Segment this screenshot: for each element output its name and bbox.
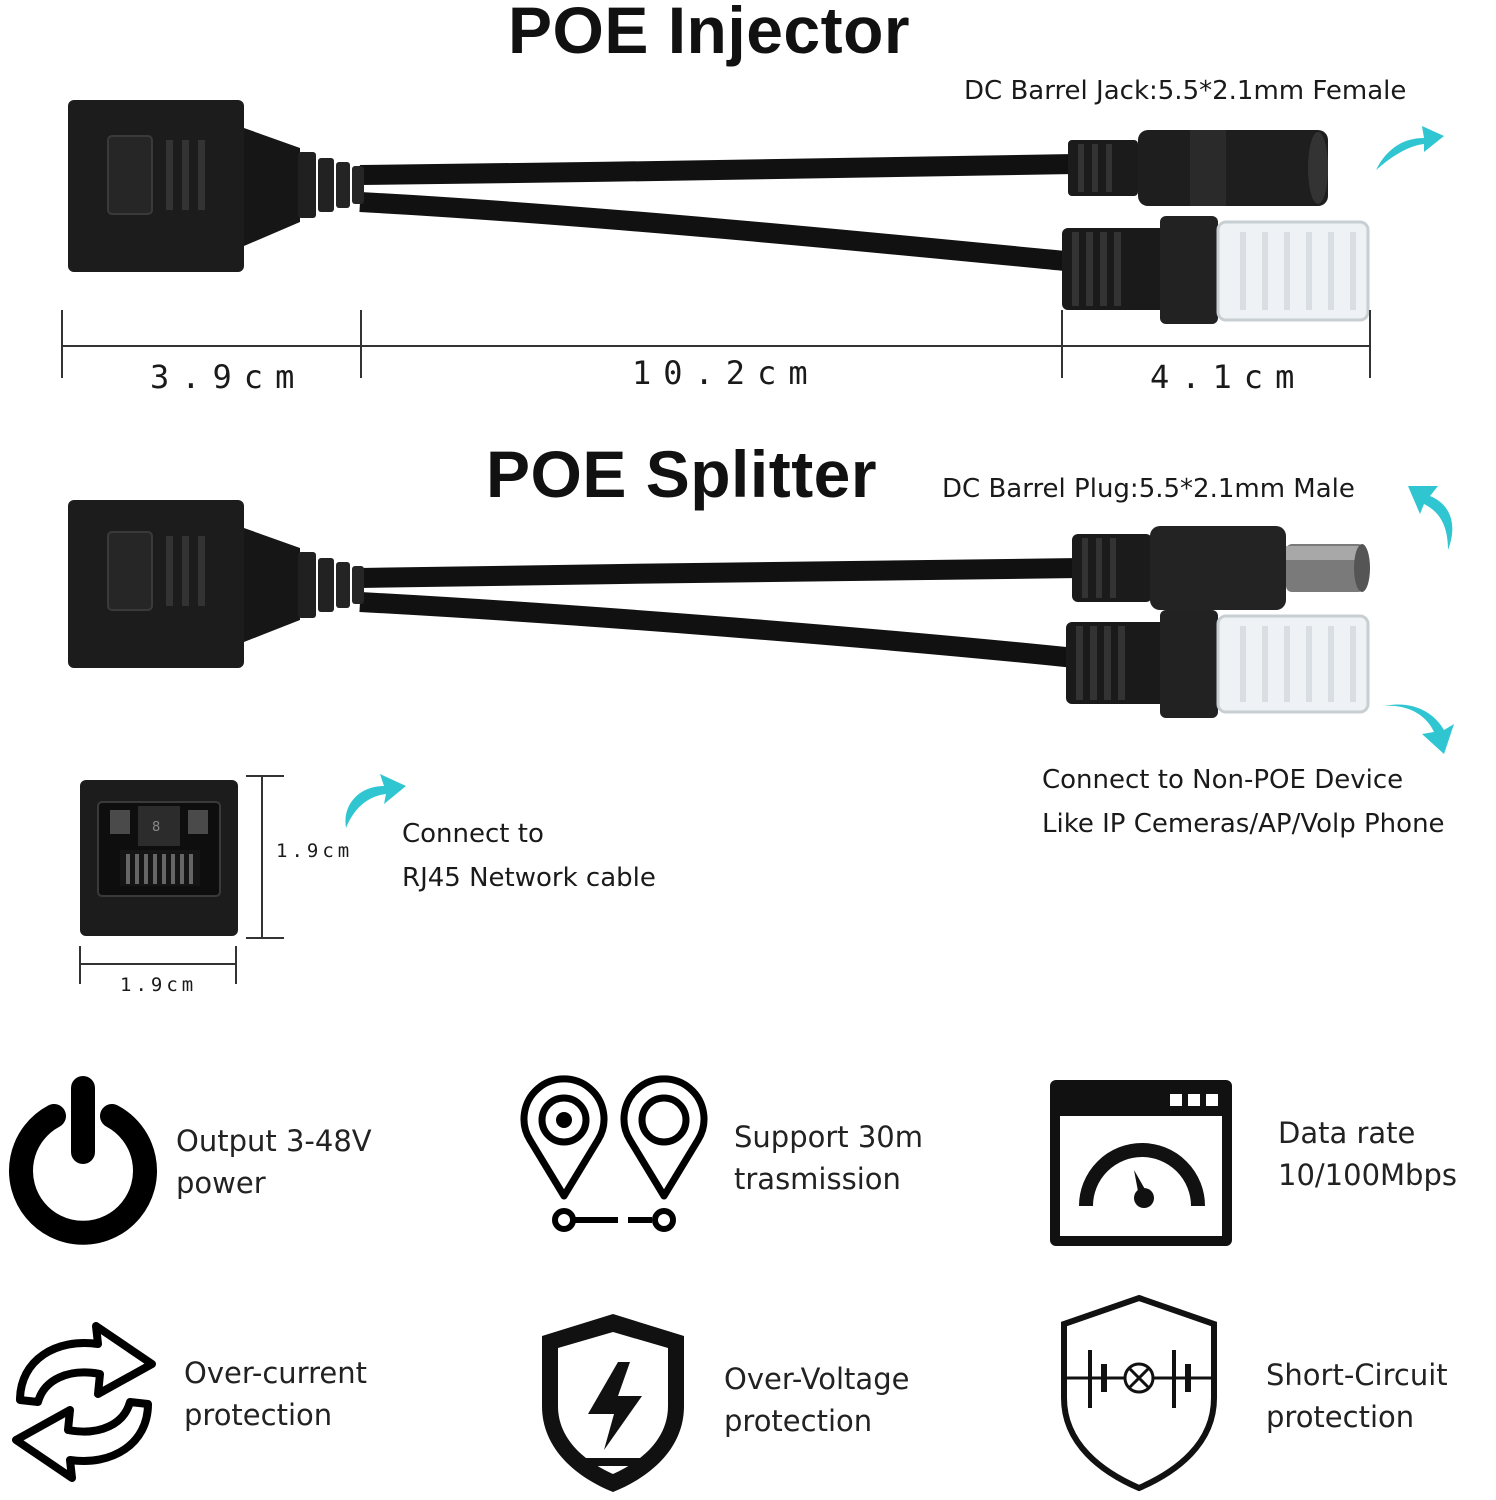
feature-over-current-line-1: Over-current bbox=[184, 1356, 367, 1390]
shield-circuit-icon bbox=[1061, 1294, 1217, 1492]
injector-cable-image bbox=[68, 100, 1370, 324]
rj45-front-image bbox=[80, 780, 238, 936]
feature-power: Output 3-48V power bbox=[176, 1120, 372, 1204]
feature-over-voltage: Over-Voltage protection bbox=[724, 1358, 909, 1442]
injector-dc-label: DC Barrel Jack:5.5*2.1mm Female bbox=[964, 76, 1407, 106]
location-pins-icon bbox=[520, 1075, 708, 1232]
device-label: Connect to Non-POE Device Like IP Cemera… bbox=[1042, 758, 1445, 846]
rj45-height-label: 1.9cm bbox=[276, 840, 354, 862]
splitter-title: POE Splitter bbox=[486, 437, 878, 511]
dimension-rj45-length: 3.9cm bbox=[150, 358, 307, 396]
feature-over-current-line-2: protection bbox=[184, 1398, 333, 1432]
connect-label-line-1: Connect to bbox=[402, 819, 544, 849]
feature-over-voltage-line-1: Over-Voltage bbox=[724, 1362, 910, 1396]
curved-arrow-icon bbox=[1408, 486, 1453, 550]
curved-arrow-icon bbox=[345, 774, 406, 828]
splitter-dc-label: DC Barrel Plug:5.5*2.1mm Male bbox=[942, 474, 1355, 504]
feature-transmission-line-1: Support 30m bbox=[734, 1120, 924, 1154]
rj45-pin-label: 8 bbox=[152, 820, 161, 835]
feature-data-rate-line-2: 10/100Mbps bbox=[1278, 1158, 1457, 1192]
feature-over-current: Over-current protection bbox=[184, 1352, 367, 1436]
splitter-cable-image bbox=[68, 500, 1370, 718]
device-label-line-2: Like IP Cemeras/AP/Volp Phone bbox=[1042, 809, 1445, 839]
refresh-arrows-icon bbox=[12, 1322, 156, 1482]
injector-title: POE Injector bbox=[508, 0, 911, 67]
feature-power-line-2: power bbox=[176, 1166, 266, 1200]
feature-power-line-1: Output 3-48V bbox=[176, 1124, 372, 1158]
feature-transmission: Support 30m trasmission bbox=[734, 1116, 923, 1200]
rj45-dimension-lines bbox=[79, 775, 284, 984]
device-label-line-1: Connect to Non-POE Device bbox=[1042, 765, 1404, 795]
feature-data-rate-line-1: Data rate bbox=[1278, 1116, 1416, 1150]
feature-data-rate: Data rate 10/100Mbps bbox=[1278, 1112, 1457, 1196]
dimension-line bbox=[61, 310, 1371, 378]
feature-transmission-line-2: trasmission bbox=[734, 1162, 901, 1196]
curved-arrow-icon bbox=[1384, 704, 1454, 754]
connect-label-line-2: RJ45 Network cable bbox=[402, 863, 656, 893]
feature-short-circuit: Short-Circuit protection bbox=[1266, 1354, 1448, 1438]
power-icon bbox=[9, 1076, 157, 1245]
dimension-plug-length: 4.1cm bbox=[1150, 358, 1307, 396]
rj45-width-label: 1.9cm bbox=[120, 974, 198, 996]
dimension-cable-length: 10.2cm bbox=[632, 354, 820, 392]
curved-arrow-icon bbox=[1376, 126, 1444, 170]
speedometer-window-icon bbox=[1050, 1080, 1232, 1246]
feature-over-voltage-line-2: protection bbox=[724, 1404, 873, 1438]
connect-label: Connect to RJ45 Network cable bbox=[402, 812, 656, 900]
feature-short-circuit-line-1: Short-Circuit bbox=[1266, 1358, 1448, 1392]
shield-bolt-icon bbox=[542, 1314, 684, 1492]
feature-short-circuit-line-2: protection bbox=[1266, 1400, 1415, 1434]
